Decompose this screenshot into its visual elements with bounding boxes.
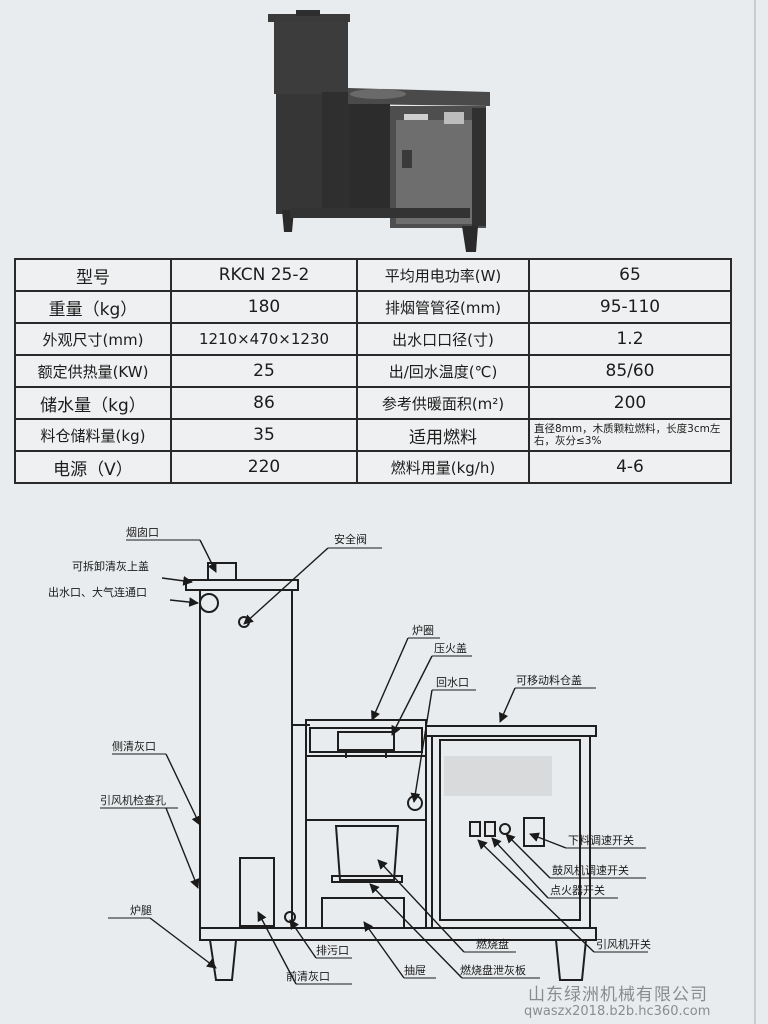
label-water-outlet: 出水口、大气连通口 (48, 585, 147, 599)
spec-value: 4-6 (528, 450, 732, 484)
spec-value: 35 (170, 418, 358, 452)
spec-label: 出/回水温度(℃) (356, 354, 530, 388)
spec-label: 排烟管管径(mm) (356, 290, 530, 324)
spec-row: 储水量（kg） 86 参考供暖面积(m²) 200 (14, 386, 732, 420)
label-drain-outlet: 排污口 (316, 943, 349, 957)
spec-value: 200 (528, 386, 732, 420)
spec-value: 25 (170, 354, 358, 388)
spec-value: 85/60 (528, 354, 732, 388)
label-flue-outlet: 烟囱口 (126, 525, 159, 539)
spec-row: 型号 RKCN 25-2 平均用电功率(W) 65 (14, 258, 732, 292)
spec-row: 电源（V） 220 燃料用量(kg/h) 4-6 (14, 450, 732, 484)
label-feed-speed-switch: 下料调速开关 (568, 833, 634, 847)
spec-label: 型号 (14, 258, 172, 292)
label-fire-cover: 压火盖 (434, 641, 467, 655)
product-photo (268, 10, 490, 252)
label-movable-hopper-cover: 可移动料仓盖 (516, 673, 582, 687)
watermark-url: qwaszx2018.b2b.hc360.com (524, 1004, 711, 1019)
spec-value: RKCN 25-2 (170, 258, 358, 292)
label-burner-ash-leak: 燃烧盘泄灰板 (460, 963, 526, 977)
spec-table: 型号 RKCN 25-2 平均用电功率(W) 65 重量（kg） 180 排烟管… (14, 258, 732, 484)
spec-label: 参考供暖面积(m²) (356, 386, 530, 420)
spec-row: 外观尺寸(mm) 1210×470×1230 出水口口径(寸) 1.2 (14, 322, 732, 356)
label-safety-valve: 安全阀 (334, 532, 367, 546)
spec-value: 1210×470×1230 (170, 322, 358, 356)
spec-label: 出水口口径(寸) (356, 322, 530, 356)
label-blower-speed-switch: 鼓风机调速开关 (552, 863, 629, 877)
stove-diagram: 烟囱口 可拆卸清灰上盖 出水口、大气连通口 安全阀 炉圈 压火盖 回水口 可移动… (48, 525, 651, 985)
label-igniter-switch: 点火器开关 (550, 883, 605, 897)
label-removable-cover: 可拆卸清灰上盖 (72, 559, 149, 573)
spec-label: 电源（V） (14, 450, 172, 484)
spec-label: 重量（kg） (14, 290, 172, 324)
spec-label: 料仓储料量(kg) (14, 418, 172, 452)
spec-value: 95-110 (528, 290, 732, 324)
label-front-ash-port: 前清灰口 (286, 969, 330, 983)
label-drawer: 抽屉 (404, 963, 426, 977)
spec-label: 燃料用量(kg/h) (356, 450, 530, 484)
spec-value: 86 (170, 386, 358, 420)
spec-label: 外观尺寸(mm) (14, 322, 172, 356)
label-burner-tray: 燃烧盘 (476, 937, 509, 951)
watermark-company: 山东绿洲机械有限公司 (528, 985, 708, 1005)
spec-label: 储水量（kg） (14, 386, 172, 420)
spec-value: 65 (528, 258, 732, 292)
spec-label: 平均用电功率(W) (356, 258, 530, 292)
spec-value: 直径8mm，木质颗粒燃料，长度3cm左右，灰分≤3% (528, 418, 732, 452)
label-furnace-ring: 炉圈 (412, 624, 434, 637)
label-fan-inspection-hole: 引风机检查孔 (100, 793, 166, 807)
spec-label: 适用燃料 (356, 418, 530, 452)
spec-row: 重量（kg） 180 排烟管管径(mm) 95-110 (14, 290, 732, 324)
label-return-water: 回水口 (436, 676, 469, 689)
label-furnace-leg: 炉腿 (130, 904, 152, 917)
label-side-ash-port: 侧清灰口 (112, 739, 156, 753)
spec-row: 料仓储料量(kg) 35 适用燃料 直径8mm，木质颗粒燃料，长度3cm左右，灰… (14, 418, 732, 452)
page-edge (754, 0, 756, 1024)
spec-label: 额定供热量(KW) (14, 354, 172, 388)
spec-value: 180 (170, 290, 358, 324)
label-fan-switch: 引风机开关 (596, 937, 651, 951)
spec-value: 1.2 (528, 322, 732, 356)
spec-value: 220 (170, 450, 358, 484)
spec-row: 额定供热量(KW) 25 出/回水温度(℃) 85/60 (14, 354, 732, 388)
